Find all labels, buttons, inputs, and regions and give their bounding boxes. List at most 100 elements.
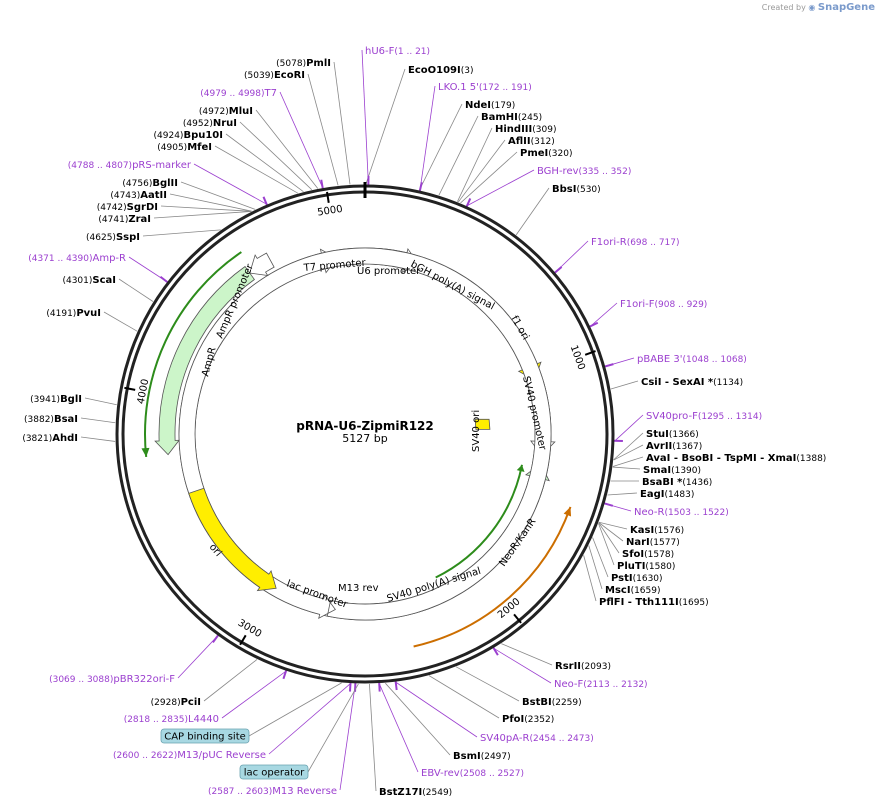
enzyme-pvui[interactable]: (4191)PvuI — [46, 308, 101, 319]
enzyme-pfoi[interactable]: PfoI(2352) — [502, 714, 554, 725]
enzyme-aatii[interactable]: (4743)AatII — [110, 190, 167, 201]
primer-pbr322ori-f[interactable]: (3069 .. 3088)pBR322ori-F — [49, 674, 175, 685]
enzyme-name: BsaBI * — [642, 477, 683, 488]
enzyme-bsai[interactable]: (3882)BsaI — [24, 414, 78, 425]
primer-range: (2600 .. 2622) — [113, 751, 177, 761]
primer-site-marker — [492, 646, 499, 656]
leader-line — [279, 91, 323, 188]
primer-amp-r[interactable]: (4371 .. 4390)Amp-R — [28, 253, 126, 264]
enzyme-stui[interactable]: StuI(1366) — [646, 429, 699, 440]
enzyme-psti[interactable]: PstI(1630) — [611, 573, 663, 584]
leader-line — [118, 278, 154, 302]
enzyme-pflfi-tth111i[interactable]: PflFI - Tth111I(1695) — [599, 597, 709, 608]
enzyme-name: MscI — [605, 585, 631, 596]
enzyme-nari[interactable]: NarI(1577) — [626, 537, 680, 548]
enzyme-mlui[interactable]: (4972)MluI — [199, 106, 253, 117]
enzyme-position: (4924) — [154, 131, 184, 141]
feature-box-cap-binding-site[interactable]: CAP binding site — [160, 728, 250, 744]
feature-label-bgh-poly-a-signal: bGH poly(A) signal — [409, 259, 497, 313]
enzyme-ecori[interactable]: (5039)EcoRI — [244, 70, 305, 81]
enzyme-ecoo109i[interactable]: EcoO109I(3) — [408, 65, 473, 76]
leader-line — [369, 683, 377, 792]
enzyme-name: AvaI - BsoBI - TspMI - XmaI — [646, 453, 796, 464]
primer-name: SV40pA-R — [480, 733, 529, 744]
enzyme-bamhi[interactable]: BamHI(245) — [481, 112, 542, 123]
svg-text:MscI(1659): MscI(1659) — [605, 585, 661, 596]
enzyme-kasi[interactable]: KasI(1576) — [630, 525, 684, 536]
primer-sv40pa-r[interactable]: SV40pA-R(2454 .. 2473) — [480, 733, 594, 744]
enzyme-zrai[interactable]: (4741)ZraI — [98, 214, 151, 225]
enzyme-bbsi[interactable]: BbsI(530) — [552, 184, 601, 195]
primer-prs-marker[interactable]: (4788 .. 4807)pRS-marker — [68, 160, 192, 171]
plasmid-size: 5127 bp — [342, 432, 387, 445]
svg-text:(4742)SgrDI: (4742)SgrDI — [97, 202, 158, 213]
primer-l4440[interactable]: (2818 .. 2835)L4440 — [124, 714, 219, 725]
primer-t7[interactable]: (4979 .. 4998)T7 — [200, 88, 277, 99]
primer-bgh-rev[interactable]: BGH-rev(335 .. 352) — [537, 166, 631, 177]
enzyme-bsmi[interactable]: BsmI(2497) — [453, 751, 511, 762]
enzyme-bpu10i[interactable]: (4924)Bpu10I — [154, 130, 223, 141]
leader-line — [598, 521, 628, 530]
enzyme-position: (1388) — [796, 454, 826, 464]
primer-ebv-rev[interactable]: EBV-rev(2508 .. 2527) — [421, 768, 524, 779]
enzyme-sgrdi[interactable]: (4742)SgrDI — [97, 202, 158, 213]
enzyme-avai-bsobi-tspmi-xmai[interactable]: AvaI - BsoBI - TspMI - XmaI(1388) — [646, 453, 826, 464]
feature-ampr-promoter[interactable] — [249, 252, 275, 277]
feature-lac-promoter[interactable] — [178, 247, 552, 621]
enzyme-bstbi[interactable]: BstBI(2259) — [522, 697, 582, 708]
primer-lko-1-5[interactable]: LKO.1 5'(172 .. 191) — [438, 82, 532, 93]
enzyme-sspi[interactable]: (4625)SspI — [86, 232, 140, 243]
enzyme-position: (1578) — [644, 550, 674, 560]
leader-line — [80, 417, 116, 424]
feature-box-lac-operator[interactable]: lac operator — [239, 764, 309, 780]
enzyme-aflii[interactable]: AflII(312) — [508, 136, 555, 147]
enzyme-eagi[interactable]: EagI(1483) — [640, 489, 694, 500]
primer-neo-f[interactable]: Neo-F(2113 .. 2132) — [554, 679, 648, 690]
enzyme-mfei[interactable]: (4905)MfeI — [157, 142, 212, 153]
leader-line — [583, 555, 597, 602]
primer-range: (1295 .. 1314) — [698, 412, 762, 422]
enzyme-name: SfoI — [622, 549, 644, 560]
svg-text:Neo-F(2113 .. 2132): Neo-F(2113 .. 2132) — [554, 679, 648, 690]
primer-neo-r[interactable]: Neo-R(1503 .. 1522) — [634, 507, 729, 518]
enzyme-bgli[interactable]: (3941)BglI — [30, 394, 82, 405]
enzyme-pcii[interactable]: (2928)PciI — [151, 697, 201, 708]
enzyme-pmli[interactable]: (5078)PmlI — [276, 58, 331, 69]
enzyme-smai[interactable]: SmaI(1390) — [643, 465, 701, 476]
feature-box — [239, 764, 309, 780]
primer-f1ori-f[interactable]: F1ori-F(908 .. 929) — [620, 299, 707, 310]
primer-m13-reverse[interactable]: (2587 .. 2603)M13 Reverse — [208, 786, 337, 797]
primer-range: (2818 .. 2835) — [124, 715, 188, 725]
primer-hu6-f[interactable]: hU6-F(1 .. 21) — [365, 46, 430, 57]
feature-ampr[interactable] — [154, 265, 255, 456]
enzyme-avrii[interactable]: AvrII(1367) — [646, 441, 702, 452]
tick-mark — [124, 386, 136, 391]
enzyme-rsrii[interactable]: RsrII(2093) — [555, 661, 611, 672]
primer-pbabe-3[interactable]: pBABE 3'(1048 .. 1068) — [637, 354, 747, 365]
feature-label-u6-promoter: U6 promoter — [357, 266, 421, 277]
enzyme-nrui[interactable]: (4952)NruI — [183, 118, 237, 129]
enzyme-msci[interactable]: MscI(1659) — [605, 585, 661, 596]
enzyme-ndei[interactable]: NdeI(179) — [465, 100, 515, 111]
feature-ori[interactable] — [188, 487, 277, 592]
enzyme-scai[interactable]: (4301)ScaI — [62, 275, 116, 286]
enzyme-csii-sexai[interactable]: CsiI - SexAI *(1134) — [641, 377, 743, 388]
svg-text:StuI(1366): StuI(1366) — [646, 429, 699, 440]
primer-name: M13/pUC Reverse — [177, 750, 266, 761]
primer-m13-puc-reverse[interactable]: (2600 .. 2622)M13/pUC Reverse — [113, 750, 266, 761]
enzyme-bsabi[interactable]: BsaBI *(1436) — [642, 477, 712, 488]
feature-arrows — [141, 247, 572, 648]
primer-sv40pro-f[interactable]: SV40pro-F(1295 .. 1314) — [646, 411, 762, 422]
enzyme-position: (312) — [531, 137, 555, 147]
enzyme-pluti[interactable]: PluTI(1580) — [617, 561, 675, 572]
enzyme-hindiii[interactable]: HindIII(309) — [495, 124, 556, 135]
enzyme-bglii[interactable]: (4756)BglII — [122, 178, 178, 189]
enzyme-ahdi[interactable]: (3821)AhdI — [22, 433, 78, 444]
primer-f1ori-r[interactable]: F1ori-R(698 .. 717) — [591, 237, 680, 248]
enzyme-sfoi[interactable]: SfoI(1578) — [622, 549, 674, 560]
enzyme-bstz17i[interactable]: BstZ17I(2549) — [379, 787, 452, 798]
leader-line — [142, 229, 221, 237]
feature-sv40-ori[interactable] — [474, 418, 491, 430]
enzyme-pmei[interactable]: PmeI(320) — [520, 148, 572, 159]
plasmid-name: pRNA-U6-ZipmiR122 — [296, 419, 434, 433]
